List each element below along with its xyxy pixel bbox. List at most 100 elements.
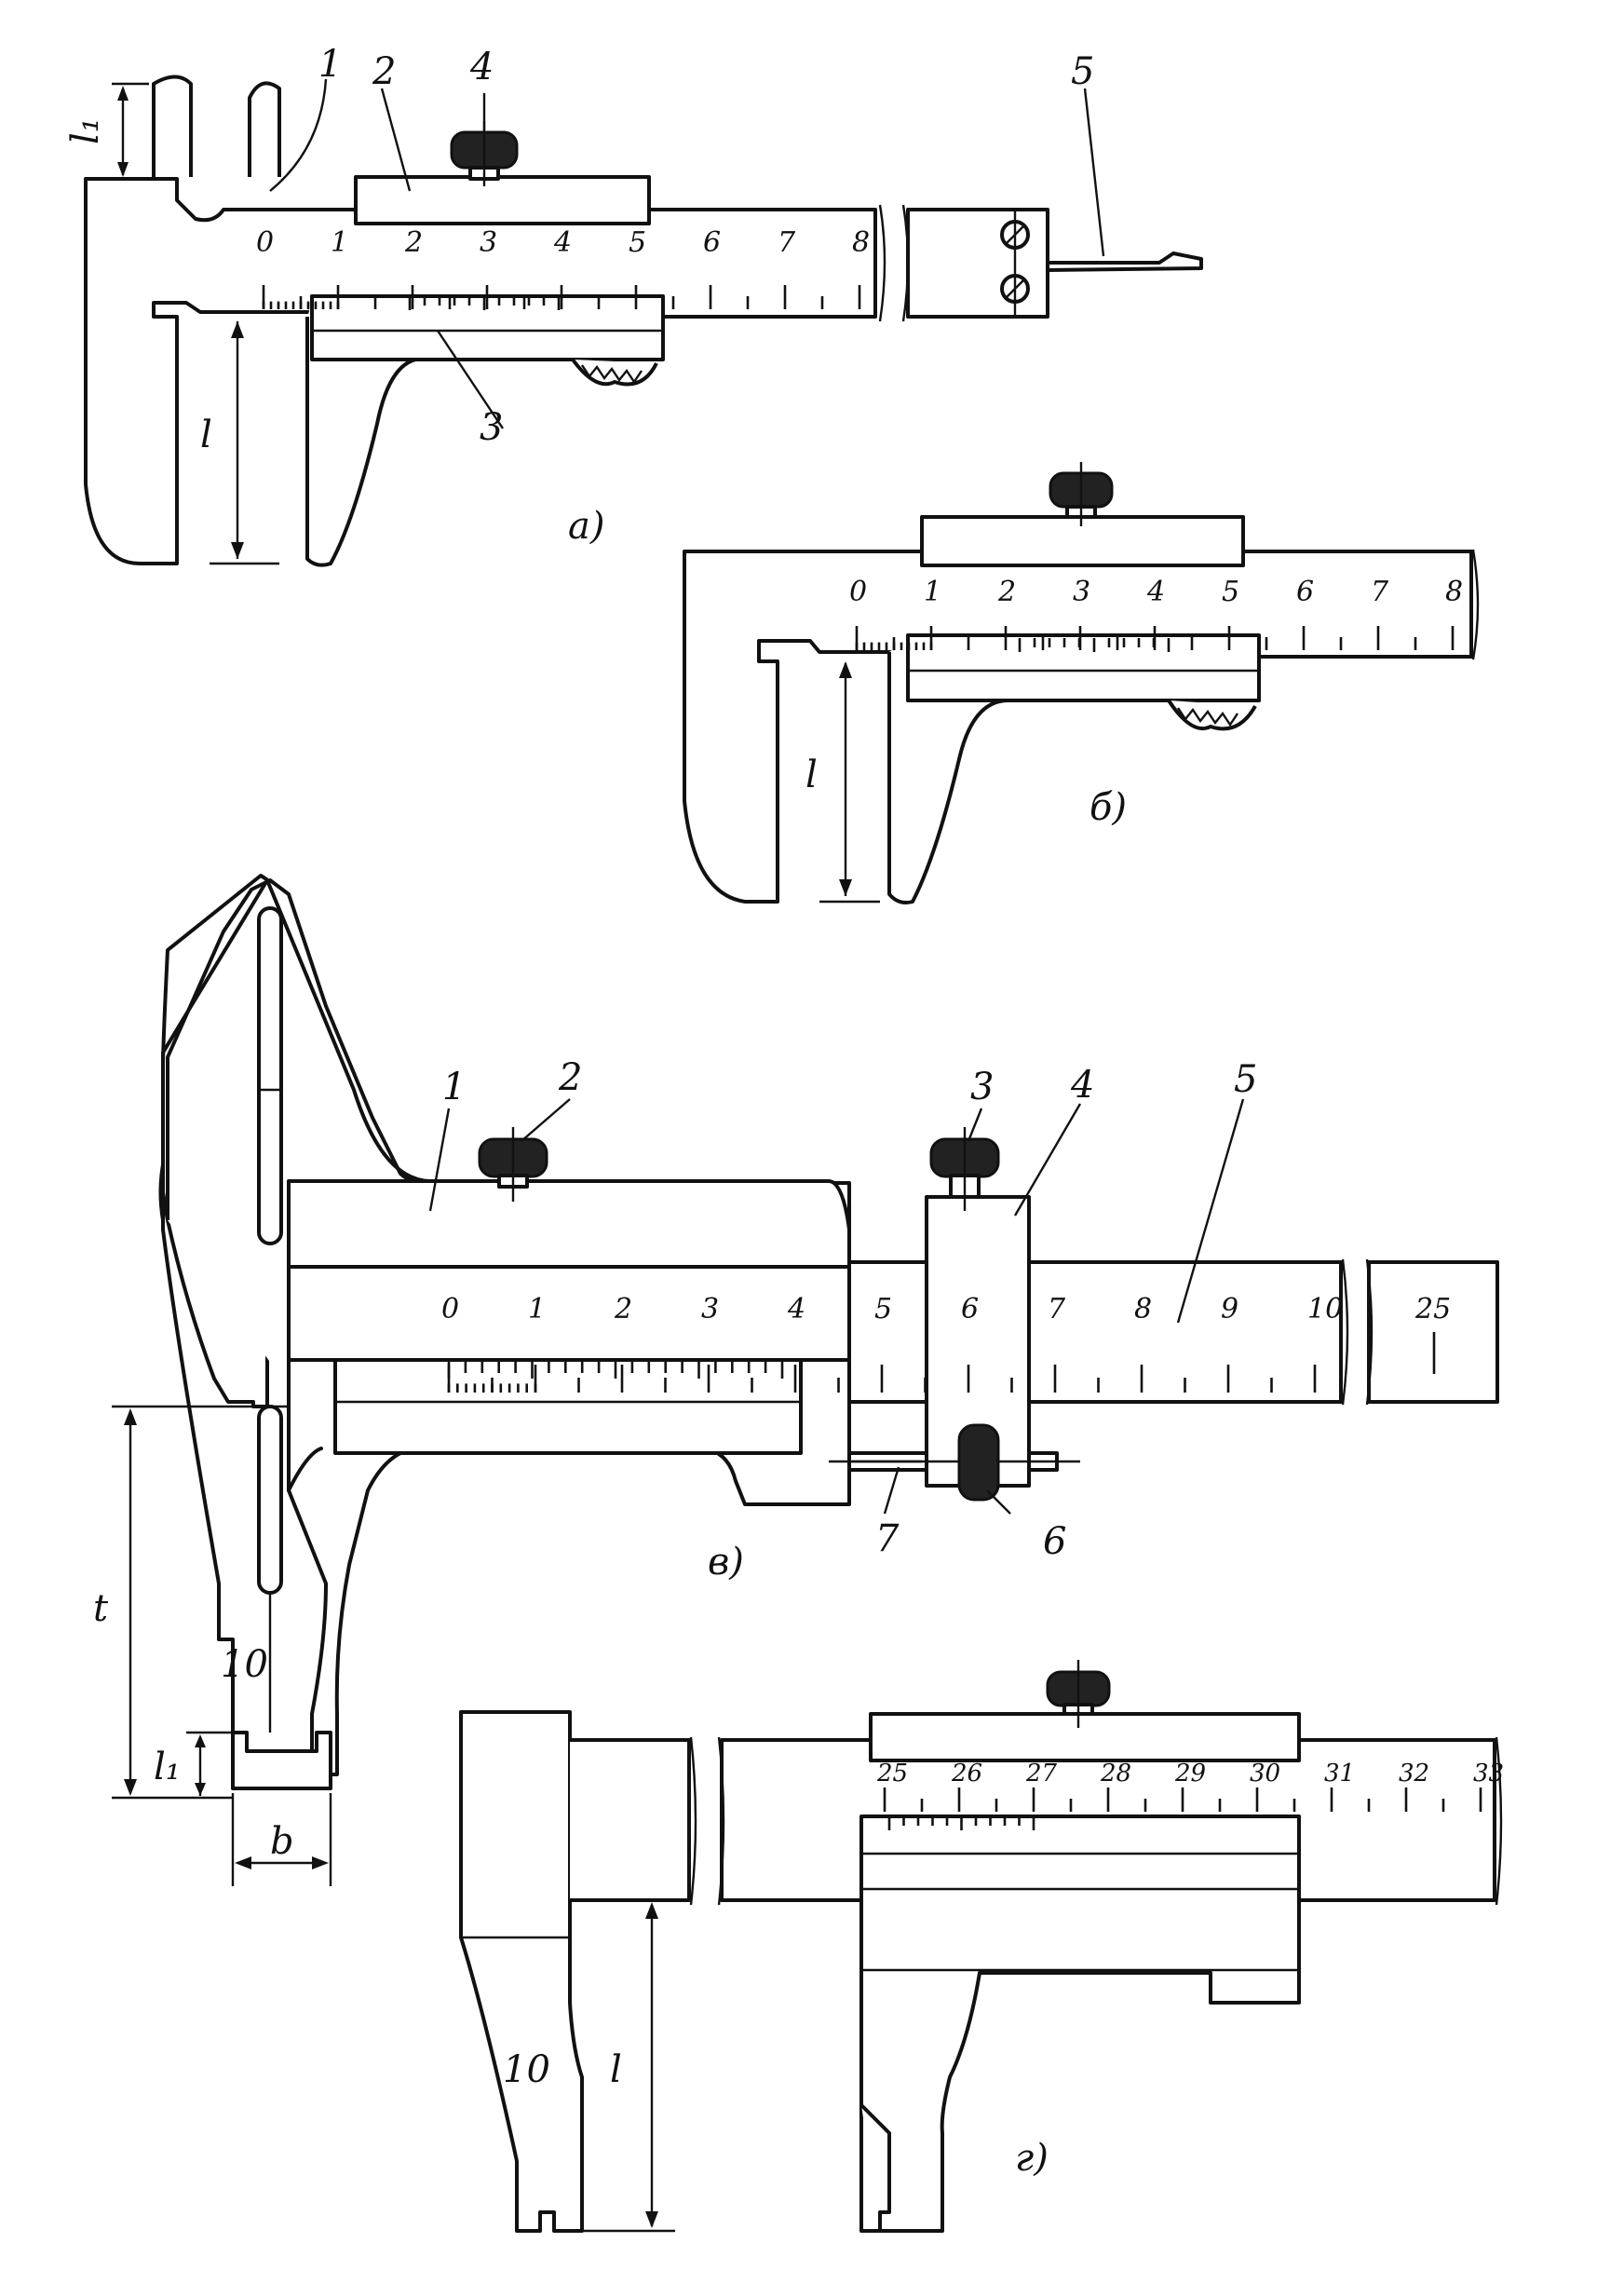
- fig-b-scale-label: 8: [1445, 576, 1463, 608]
- fig-v-scale-label: 5: [874, 1293, 892, 1325]
- fig-v-scale-end-label: 25: [1414, 1293, 1451, 1325]
- fig-v-callout-5: 5: [1234, 1058, 1257, 1101]
- fig-b-vernier-scale: [1018, 638, 1171, 652]
- fig-v-scriber: [257, 906, 283, 1245]
- fig-a-callout-2: 2: [372, 50, 396, 93]
- fig-g-dim-l: l: [610, 2048, 622, 2091]
- fig-b-scale-label: 3: [1073, 576, 1090, 608]
- fig-v-scale-label: 3: [701, 1293, 719, 1325]
- knurled-screw-icon: [478, 1127, 548, 1202]
- fig-a-scale-label: 6: [703, 226, 721, 259]
- fig-g-main-scale: 25 26 27 28 29 30 31 32 33: [876, 1760, 1504, 1812]
- fig-v-jaw-feet: [231, 1731, 332, 1790]
- fig-a-upper-fixed-jaw: [152, 75, 193, 177]
- fig-a-scale-label: 1: [331, 226, 348, 259]
- fig-g-scale-label: 27: [1025, 1760, 1058, 1787]
- fig-v-panel-label: в): [708, 1541, 744, 1584]
- fig-a-scale-label: 4: [553, 226, 572, 259]
- fig-v-main-scale: 0 1 2 3 4 5 6 7 8 9 10 25: [441, 1293, 1451, 1393]
- fig-v-scale-label: 2: [614, 1293, 632, 1325]
- fig-a-callout-3: 3: [480, 406, 503, 449]
- fig-g-scale-label: 33: [1473, 1760, 1504, 1787]
- fig-a-callout-1: 1: [318, 43, 342, 86]
- fig-v-dim-t: t: [93, 1587, 109, 1630]
- fig-g-scale-label: 29: [1174, 1760, 1206, 1787]
- knurled-screw-icon: [450, 121, 519, 186]
- fig-a-main-scale: 0 1 2 3 4 5 6 7 8: [256, 226, 870, 309]
- fig-a-scale-label: 8: [852, 226, 870, 259]
- fig-v-callout-3: 3: [970, 1066, 994, 1108]
- fig-a-scale-label: 5: [629, 226, 646, 259]
- fig-a-vernier-scale: [408, 296, 561, 310]
- fig-v-callout-2: 2: [558, 1056, 582, 1099]
- fig-g-scale-label: 25: [876, 1760, 908, 1787]
- fig-b-scale-label: 4: [1146, 576, 1165, 608]
- fig-g-scale-label: 26: [951, 1760, 982, 1787]
- fig-a-callout-5: 5: [1071, 50, 1094, 93]
- fig-a-beam: [84, 177, 877, 565]
- fig-b-scale-label: 5: [1222, 576, 1239, 608]
- fig-a-callout-4: 4: [469, 46, 494, 88]
- fig-g-scale-label: 31: [1324, 1760, 1355, 1787]
- fig-v-scale-label: 6: [961, 1293, 979, 1325]
- fig-g-panel-label: г): [1015, 2137, 1049, 2180]
- knurled-screw-icon: [957, 1423, 1000, 1502]
- fig-a-scale-label: 3: [480, 226, 497, 259]
- fig-g-vernier-frame: [859, 1815, 1301, 2233]
- slotted-screw-icon: [1000, 210, 1030, 317]
- fig-a-upper-movable-jaw: [248, 81, 281, 177]
- fig-v-callout-4: 4: [1070, 1064, 1094, 1107]
- fig-b-panel-label: б): [1089, 786, 1127, 829]
- fig-g-scale-label: 30: [1250, 1760, 1280, 1787]
- fig-b-beam: [683, 550, 1473, 904]
- fig-b-scale-label: 0: [849, 576, 867, 608]
- fig-g-scale-label: 28: [1100, 1760, 1131, 1787]
- fig-v-scale-label: 1: [528, 1293, 546, 1325]
- fig-b-lower-movable-jaw: [887, 636, 1261, 904]
- fig-g-vernier-scale: [887, 1816, 1035, 1830]
- figure-g: 25 26 27 28 29 30 31 32 33 l 10 г): [459, 1660, 1504, 2233]
- fig-v-callout-7: 7: [875, 1517, 900, 1560]
- fig-b-scale-label: 6: [1296, 576, 1314, 608]
- knurled-screw-icon: [929, 1127, 1000, 1211]
- fig-b-thumbwheel: [1167, 699, 1257, 731]
- fig-v-frame-1: [287, 1179, 851, 1269]
- fig-g-scale-label: 32: [1399, 1760, 1429, 1787]
- fig-b-clamp-bar: [920, 515, 1245, 567]
- fig-v-callout-6: 6: [1043, 1520, 1066, 1563]
- fig-b-dim-l: l: [805, 754, 818, 796]
- fig-v-beam: [847, 1260, 1343, 1404]
- fig-v-callout-1: 1: [442, 1066, 466, 1108]
- fig-v-callout-10: 10: [221, 1643, 268, 1686]
- fig-v-vernier-plate: [333, 1358, 803, 1455]
- fig-a-dim-l1: l₁: [64, 117, 107, 144]
- fig-v-dim-b: b: [270, 1820, 294, 1863]
- figure-v: 0 1 2 3 4 5 6 7 8 9 10 25 t l₁ b 1 2 3 4 5 6 7: [93, 874, 1499, 1886]
- fig-g-fixed-jaw: [459, 1710, 584, 2233]
- fig-v-scale-label: 0: [441, 1293, 459, 1325]
- knurled-screw-icon: [1049, 462, 1114, 526]
- fig-a-panel-label: а): [568, 505, 604, 548]
- fig-v-scale-label: 9: [1221, 1293, 1238, 1325]
- knurled-screw-icon: [1046, 1660, 1111, 1728]
- fig-a-clamp-bar: [354, 175, 651, 225]
- fig-a-scale-label: 0: [256, 226, 274, 259]
- fig-v-dim-l1: l₁: [154, 1746, 181, 1788]
- fig-b-scale-label: 7: [1371, 576, 1389, 608]
- fig-a-lower-movable-jaw: [305, 301, 665, 567]
- fig-a-scale-label: 2: [404, 226, 423, 259]
- fig-v-vernier-scale: [447, 1362, 784, 1379]
- fig-a-scale-label: 7: [778, 226, 796, 259]
- fig-v-scale-label: 8: [1134, 1293, 1152, 1325]
- fig-v-scale-label: 4: [787, 1293, 805, 1325]
- fig-v-scale-label: 7: [1048, 1293, 1066, 1325]
- fig-g-clamp-bar: [869, 1712, 1301, 1762]
- fig-v-scale-label: 10: [1307, 1293, 1343, 1325]
- fig-g-callout-10: 10: [503, 2048, 550, 2091]
- fig-b-scale-label: 1: [924, 576, 941, 608]
